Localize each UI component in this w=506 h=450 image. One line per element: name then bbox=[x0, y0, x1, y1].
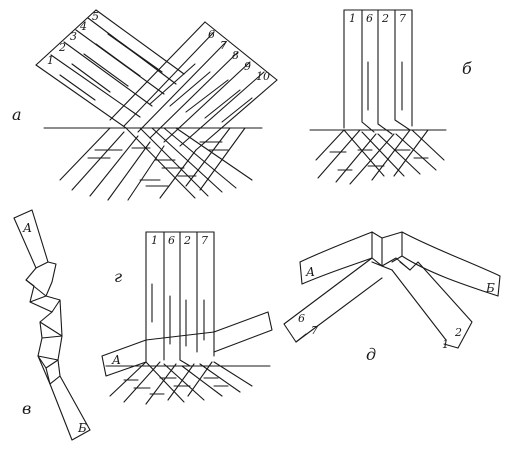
panel-g-strips bbox=[145, 231, 215, 367]
strip-number: 2 bbox=[381, 12, 389, 25]
strip-number: 6 bbox=[208, 28, 215, 41]
panel-d-curved-strip bbox=[299, 231, 501, 297]
panel-d-diagonal-strips bbox=[283, 257, 473, 349]
panel-v-label: в bbox=[22, 399, 31, 418]
panel-v-end-top-label: А bbox=[22, 221, 32, 235]
panel-d-end-right-label: Б bbox=[485, 281, 495, 295]
panel-b-strip-numbers: 1 6 2 7 bbox=[349, 12, 406, 25]
panel-v-end-bottom-label: Б bbox=[77, 421, 87, 435]
panel-a: 1 2 3 4 5 6 7 8 9 10 а bbox=[12, 9, 278, 201]
panel-a-label: а bbox=[12, 105, 22, 124]
strip-number: 3 bbox=[70, 30, 77, 43]
panel-b: 1 6 2 7 б bbox=[309, 9, 472, 185]
panel-b-lower-weave bbox=[315, 129, 445, 185]
strip-number: 1 bbox=[47, 54, 54, 67]
panel-a-left-strips bbox=[35, 9, 185, 129]
panel-d-label: д bbox=[366, 345, 376, 364]
strip-number: 2 bbox=[58, 41, 66, 54]
panel-g-end-left-label: А bbox=[111, 353, 121, 367]
strip-number: 7 bbox=[201, 234, 208, 247]
strip-number: 1 bbox=[442, 338, 449, 351]
strip-number: 6 bbox=[366, 12, 373, 25]
panel-d-end-left-label: А bbox=[305, 265, 315, 279]
strip-number: 4 bbox=[79, 20, 87, 33]
strip-number: 7 bbox=[399, 12, 406, 25]
panel-g-strip-numbers: 1 6 2 7 bbox=[151, 234, 208, 247]
strip-number: 9 bbox=[244, 60, 251, 73]
panel-a-lower-weave bbox=[59, 127, 253, 201]
panel-a-right-strips bbox=[109, 21, 278, 151]
strip-number: 7 bbox=[311, 324, 318, 337]
strip-number: 7 bbox=[220, 39, 227, 52]
strip-number: 6 bbox=[298, 312, 305, 325]
panel-b-label: б bbox=[462, 59, 472, 78]
panel-b-strips bbox=[343, 9, 413, 135]
strip-number: 5 bbox=[92, 10, 99, 23]
panel-g-lower-weave bbox=[109, 361, 253, 405]
panel-g: 1 6 2 7 А г bbox=[101, 231, 273, 405]
panel-v-zigzag-strip bbox=[13, 209, 91, 441]
panel-g-label: г bbox=[114, 267, 122, 286]
panel-d: А Б 6 7 1 2 д bbox=[283, 231, 501, 364]
strip-number: 1 bbox=[151, 234, 158, 247]
strip-number: 2 bbox=[454, 326, 462, 339]
strip-number: 8 bbox=[232, 49, 239, 62]
strip-number: 6 bbox=[168, 234, 175, 247]
strip-number: 2 bbox=[183, 234, 191, 247]
panel-v: А Б в bbox=[13, 209, 91, 441]
strip-number: 10 bbox=[256, 70, 270, 83]
panel-a-strip-numbers: 1 2 3 4 5 6 7 8 9 10 bbox=[47, 10, 270, 83]
strip-number: 1 bbox=[349, 12, 356, 25]
